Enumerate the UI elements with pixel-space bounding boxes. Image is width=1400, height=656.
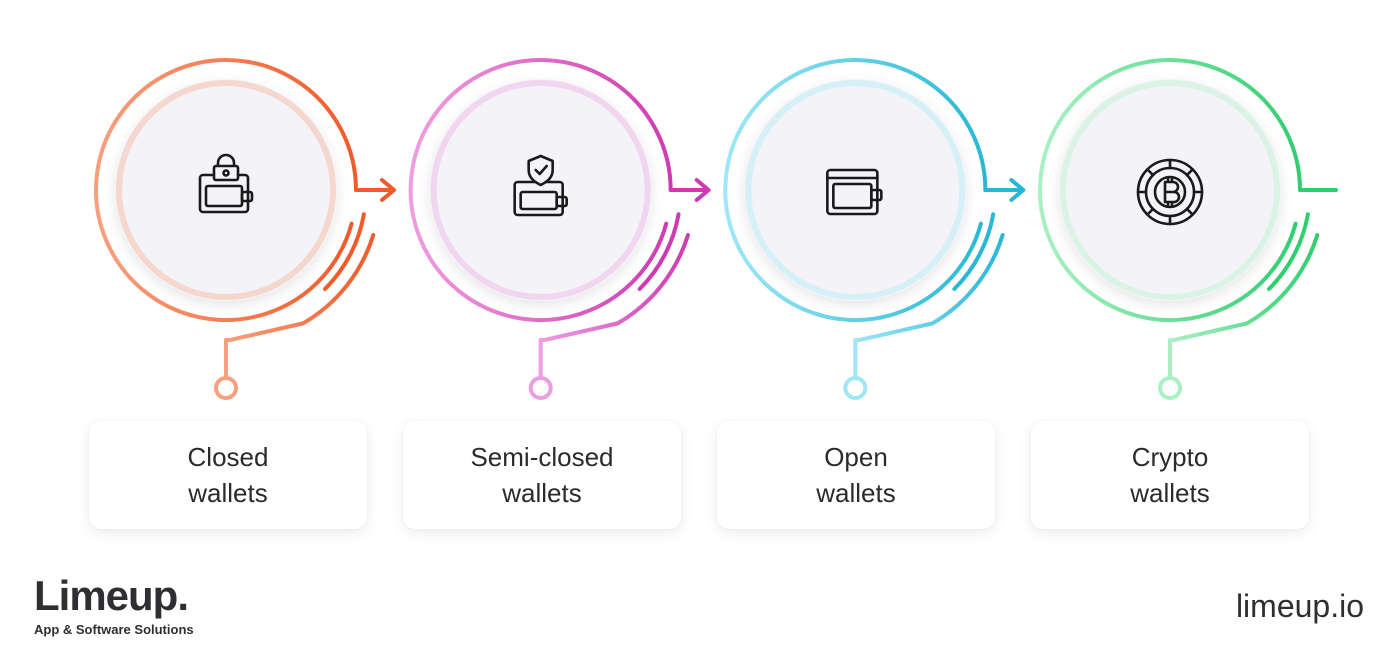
step-1-graphic (94, 58, 396, 400)
connector-line (1168, 233, 1320, 378)
card-label-line1: Open (824, 442, 888, 472)
card-semi-closed-wallets: Semi-closed wallets (403, 421, 681, 529)
inner-halo (745, 80, 966, 300)
outer-ring (723, 58, 988, 322)
connector-dot (1158, 376, 1183, 400)
card-open-wallets: Open wallets (717, 421, 995, 529)
card-label-line1: Crypto (1131, 442, 1209, 472)
shield-wallet-icon (513, 154, 568, 217)
accent-arc (637, 212, 681, 291)
brand-logo: Limeup. App & Software Solutions (34, 572, 194, 638)
card-closed-wallets: Closed wallets (89, 421, 367, 529)
step-4-graphic (1038, 58, 1339, 400)
brand-tagline: App & Software Solutions (34, 622, 194, 637)
accent-arc (952, 212, 996, 291)
accent-arc (1267, 212, 1310, 291)
inner-halo (1060, 80, 1281, 300)
connector-line (853, 233, 1005, 378)
card-label-line1: Closed (187, 442, 269, 472)
inner-halo (430, 80, 651, 300)
card-label-line1: Semi-closed (470, 442, 614, 472)
connector-line (224, 233, 376, 378)
arrow-head (694, 178, 711, 202)
connector-line (538, 233, 690, 378)
card-label-line2: wallets (502, 478, 582, 508)
arrow-head (380, 178, 396, 202)
brand-name: Limeup. (34, 572, 189, 619)
card-label-line2: wallets (188, 478, 268, 508)
bitcoin-icon (1136, 158, 1204, 226)
connector-dot (843, 376, 868, 400)
step-2-graphic (408, 58, 711, 400)
card-label-line2: wallets (1130, 478, 1210, 508)
website-link[interactable]: limeup.io (1235, 588, 1364, 624)
wallet-icon (826, 168, 883, 216)
locked-wallet-icon (198, 153, 254, 214)
inner-halo (116, 80, 336, 300)
accent-arc (322, 212, 366, 291)
card-label-line2: wallets (816, 478, 896, 508)
connector-dot (528, 376, 553, 400)
arrow-head (1009, 178, 1026, 202)
connector-dot (214, 376, 238, 400)
step-3-graphic (723, 58, 1026, 400)
outer-ring (1038, 58, 1303, 322)
card-crypto-wallets: Crypto wallets (1031, 421, 1309, 529)
outer-ring (408, 58, 673, 322)
outer-ring (94, 58, 358, 322)
